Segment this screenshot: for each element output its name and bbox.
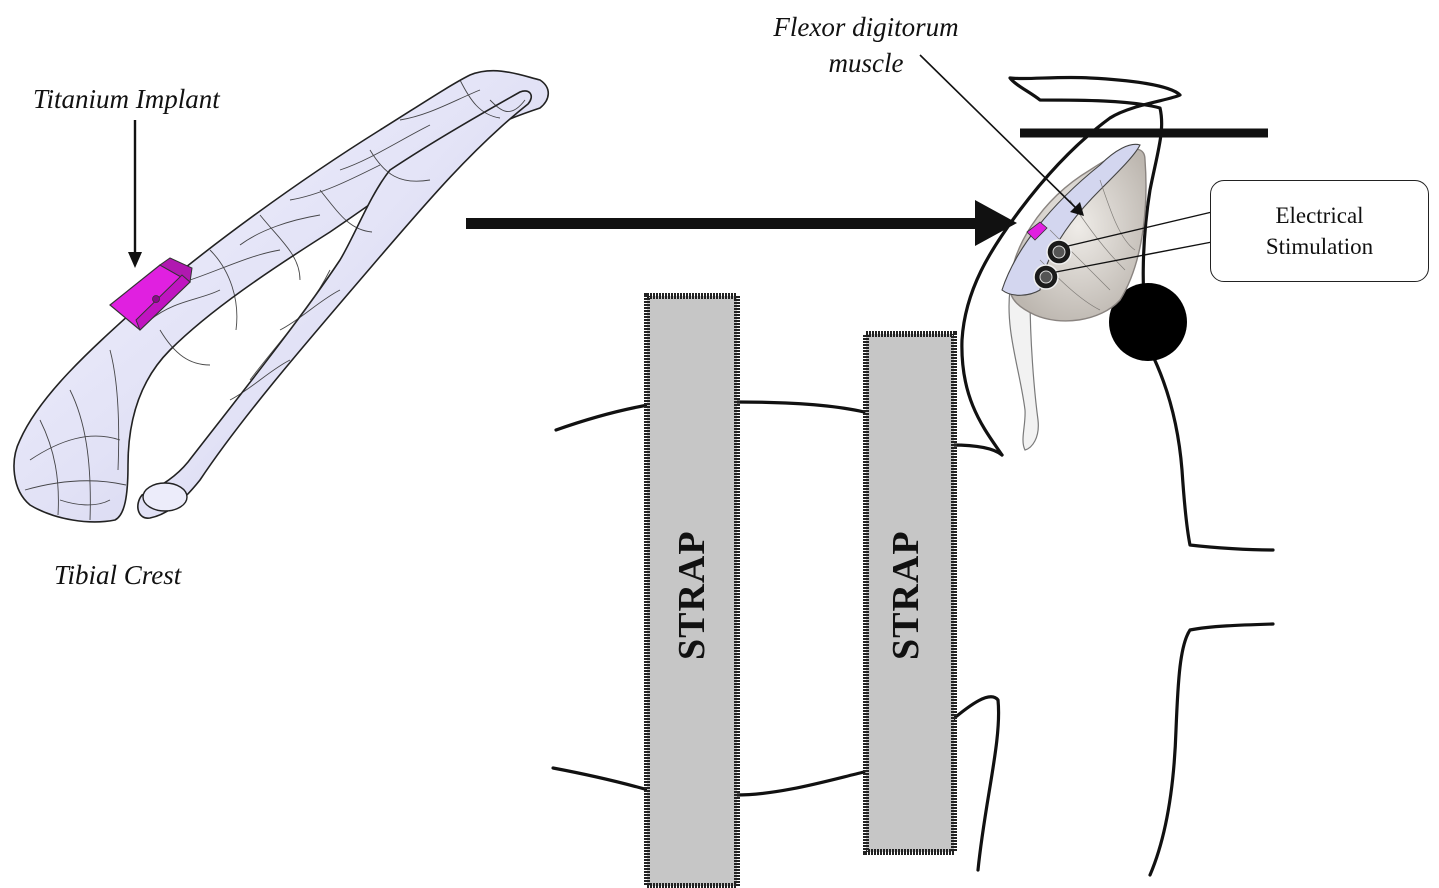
electrical-stimulation-label: Electrical Stimulation	[1230, 200, 1410, 262]
body-contour-right	[1150, 350, 1273, 550]
flexor-digitorum-label: Flexor digitorum muscle	[760, 9, 972, 81]
body-contour-lower	[1150, 624, 1273, 875]
tibia-bone-illustration	[14, 71, 548, 522]
transition-arrow	[466, 200, 1017, 246]
electrical-stimulation-callout: Electrical Stimulation	[1210, 180, 1429, 282]
implant-pointer-arrow-head	[128, 252, 142, 268]
titanium-implant-label: Titanium Implant	[33, 86, 220, 113]
tibial-crest-label: Tibial Crest	[54, 562, 181, 589]
strap-left-label: STRAP	[670, 540, 714, 660]
fibula-head	[143, 483, 187, 511]
strap-right-label: STRAP	[884, 540, 928, 660]
